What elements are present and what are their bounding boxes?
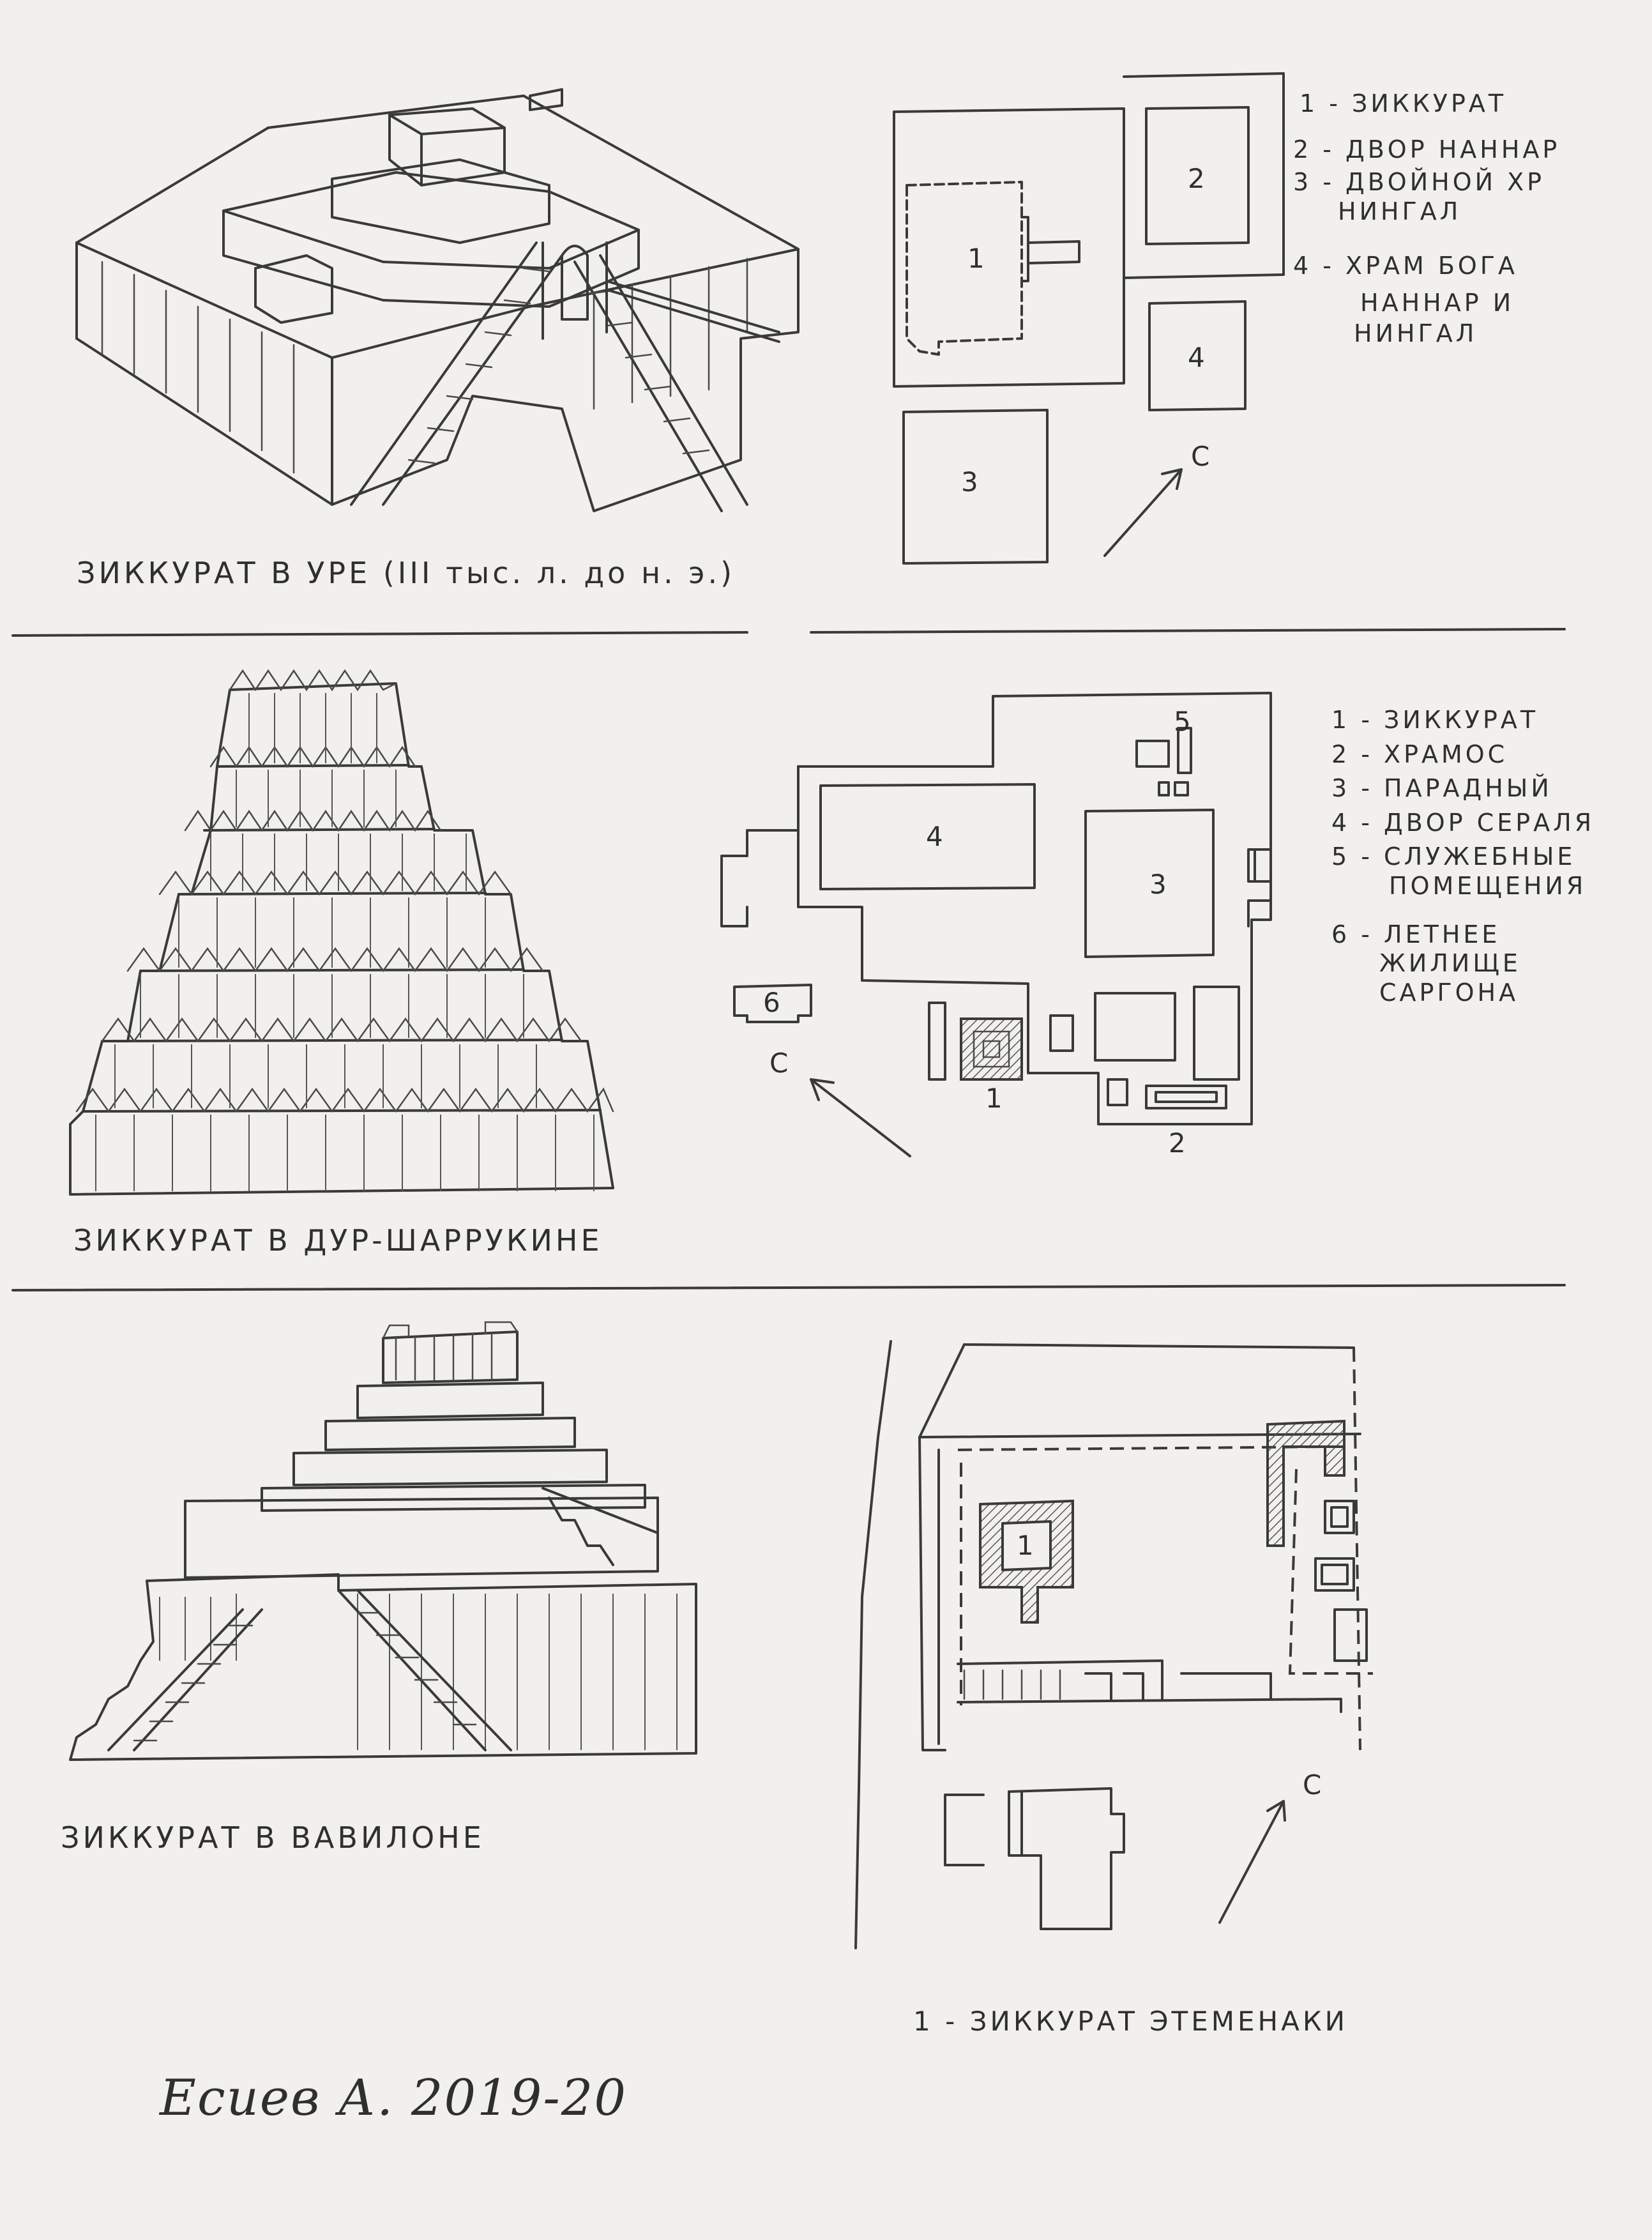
caption-ur: ЗИККУРАТ В УРЕ (III тыс. л. до н. э.) (77, 556, 736, 590)
ur-plan-label-1: 1 (967, 243, 988, 274)
author-signature: Есиев А. 2019-20 (160, 2069, 627, 2127)
ur-legend-item: 2 - ДВОР НАННАР (1293, 135, 1561, 164)
ur-legend-item: НИНГАЛ (1354, 319, 1478, 347)
dur-legend-item: ЖИЛИЩЕ (1379, 949, 1521, 978)
ur-legend-item: НАННАР И (1360, 288, 1515, 317)
babylon-plan (854, 1340, 1373, 1949)
dur-legend-item: 4 - ДВОР СЕРАЛЯ (1331, 808, 1595, 837)
dur-sharrukin-plan (720, 692, 1272, 1157)
ur-legend: 1 - ЗИККУРАТ 2 - ДВОР НАННАР 3 - ДВОЙНОЙ… (1293, 89, 1566, 348)
ur-north-label: С (1191, 441, 1213, 472)
ur-legend-item: НИНГАЛ (1338, 197, 1462, 225)
ur-plan (893, 72, 1285, 565)
section-divider-1 (11, 628, 1566, 637)
dur-legend-item: ПОМЕЩЕНИЯ (1389, 871, 1587, 900)
dur-plan-label-3: 3 (1149, 869, 1170, 900)
dur-legend: 1 - ЗИККУРАТ 2 - ХРАМОС 3 - ПАРАДНЫЙ 4 -… (1331, 706, 1595, 1007)
ur-ziggurat-drawing (75, 88, 799, 512)
caption-dur-sharrukin: ЗИККУРАТ В ДУР-ШАРРУКИНЕ (73, 1223, 603, 1258)
dur-legend-item: 6 - ЛЕТНЕЕ (1331, 920, 1501, 949)
ur-plan-label-2: 2 (1188, 163, 1208, 194)
babylon-ziggurat-drawing (69, 1321, 697, 1761)
dur-plan-label-4: 4 (926, 821, 946, 852)
dur-plan-label-2: 2 (1169, 1127, 1189, 1159)
ur-legend-item: 3 - ДВОЙНОЙ ХР (1293, 168, 1545, 197)
dur-legend-item: САРГОНА (1379, 978, 1519, 1007)
babylon-legend-item: 1 - ЗИККУРАТ ЭТЕМЕНАКИ (913, 2006, 1349, 2037)
dur-plan-label-5: 5 (1174, 706, 1194, 737)
section-divider-2 (11, 1284, 1566, 1291)
dur-sharrukin-drawing (69, 669, 614, 1196)
ur-legend-item: 4 - ХРАМ БОГА (1293, 252, 1519, 280)
dur-north-label: С (769, 1048, 792, 1079)
dur-legend-item: 2 - ХРАМОС (1331, 740, 1508, 768)
babylon-plan-label-1: 1 (1017, 1530, 1037, 1561)
dur-plan-label-6: 6 (763, 987, 784, 1018)
ur-plan-label-3: 3 (961, 466, 981, 498)
drawing-sheet (11, 72, 1566, 1949)
dur-legend-item: 3 - ПАРАДНЫЙ (1331, 774, 1552, 803)
dur-legend-item: 5 - СЛУЖЕБНЫЕ (1331, 842, 1576, 871)
dur-legend-item: 1 - ЗИККУРАТ (1331, 706, 1539, 734)
dur-plan-label-1: 1 (985, 1083, 1006, 1114)
babylon-north-label: С (1303, 1769, 1325, 1801)
caption-babylon: ЗИККУРАТ В ВАВИЛОНЕ (61, 1820, 485, 1855)
ur-legend-item: 1 - ЗИККУРАТ (1300, 89, 1507, 118)
ur-plan-label-4: 4 (1188, 342, 1208, 373)
